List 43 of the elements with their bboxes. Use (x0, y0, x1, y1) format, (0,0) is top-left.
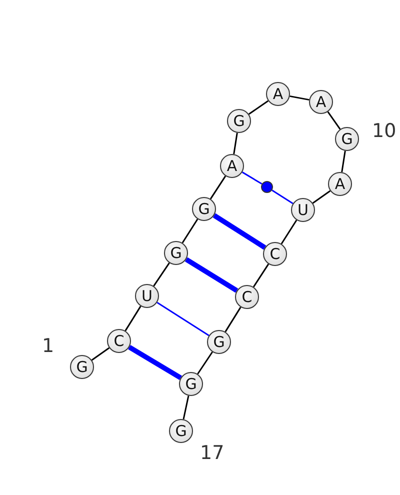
pair-dot (261, 181, 273, 193)
position-number: 1 (42, 337, 54, 356)
backbone-line (182, 218, 198, 244)
nucleotide-circle: G (179, 372, 203, 396)
nucleotide-circle: A (220, 154, 244, 178)
backbone-line (341, 150, 346, 172)
position-number: 10 (372, 122, 396, 141)
backbone-line (224, 306, 242, 332)
backbone-line (153, 262, 170, 286)
nucleotide-circle: U (291, 198, 315, 222)
backbone-line (327, 111, 341, 130)
base-pair-line (156, 302, 210, 336)
base-pair-line (212, 213, 266, 250)
nucleotide-circle: C (235, 285, 259, 309)
backbone-line (290, 95, 310, 101)
nucleotide-circle: C (107, 329, 131, 353)
nucleotide-circle: G (227, 109, 251, 133)
backbone-line (91, 347, 110, 361)
backbone-line (248, 100, 269, 115)
nucleotide-circle: G (335, 127, 359, 151)
base-pair-line (242, 172, 262, 185)
backbone-line (252, 264, 270, 288)
nucleotide-circle: G (164, 241, 188, 265)
nucleotide-circle: G (70, 355, 94, 379)
position-number: 17 (200, 444, 224, 463)
base-pair-line (128, 345, 182, 380)
nucleotide-circle: U (135, 284, 159, 308)
nucleotide-circle: G (207, 330, 231, 354)
backbone-line (280, 220, 298, 244)
backbone-line (124, 306, 142, 332)
nucleotide-circle: A (328, 172, 352, 196)
backbone-line (312, 190, 331, 204)
backbone-line (233, 132, 238, 154)
nucleotide-circle: A (266, 82, 290, 106)
nucleotide-circle: G (192, 197, 216, 221)
backbone-line (197, 352, 213, 374)
backbone-line (210, 176, 226, 200)
nucleotide-circle: G (169, 419, 193, 443)
base-pair-line (272, 190, 294, 204)
backbone-line (182, 396, 190, 420)
nucleotide-circle: C (263, 242, 287, 266)
base-pair-line (184, 257, 238, 293)
nucleotide-circle: A (309, 90, 333, 114)
